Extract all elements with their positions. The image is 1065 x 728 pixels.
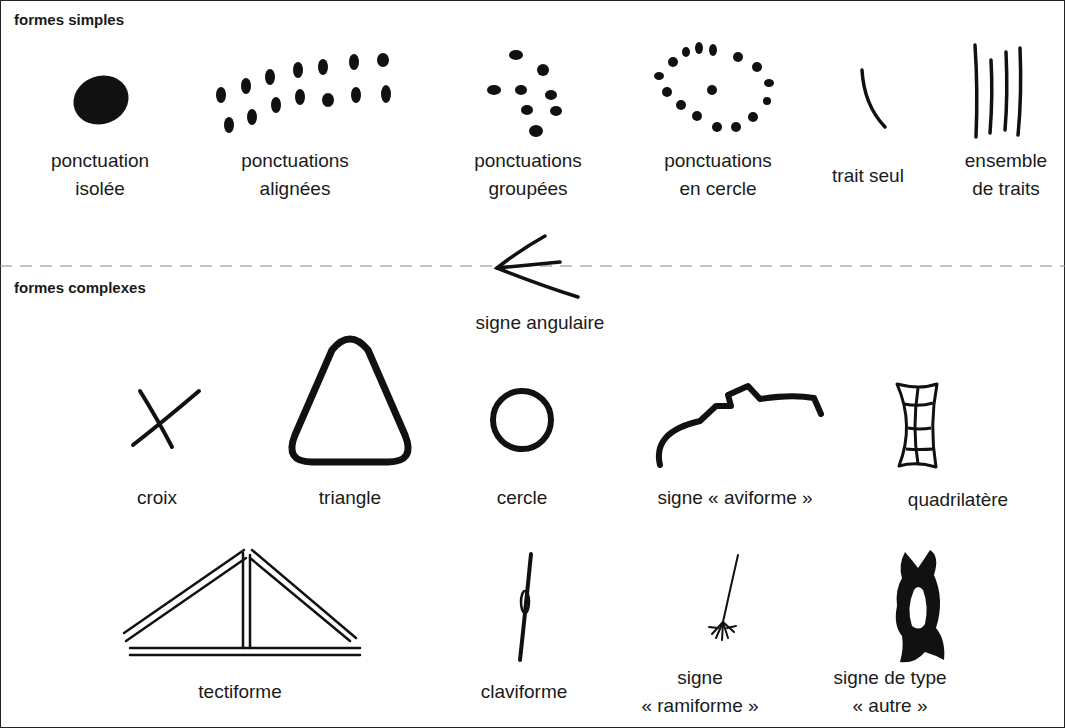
ramiform-sign — [709, 555, 738, 640]
sign-label: croix — [137, 484, 177, 512]
circle-sign — [493, 391, 551, 449]
sign-label: ponctuation isolée — [35, 147, 165, 202]
circle-dots — [654, 42, 774, 132]
section-heading: formes simples — [14, 10, 124, 30]
sign-label: ponctuations groupées — [458, 147, 598, 202]
sign-label: ensemble de traits — [959, 147, 1054, 202]
sign-label: tectiforme — [198, 678, 281, 706]
section-heading: formes complexes — [14, 278, 146, 298]
sign-label: triangle — [319, 484, 381, 512]
single-stroke — [862, 70, 885, 127]
cross-sign — [133, 391, 199, 447]
sign-label: quadrilatère — [908, 486, 1008, 514]
quadrilateral-sign — [897, 384, 937, 467]
sign-label: signe « aviforme » — [657, 484, 812, 512]
sign-label: ponctuations alignées — [225, 147, 365, 202]
dot-symbol — [66, 68, 135, 132]
triangle-sign — [292, 339, 408, 462]
sign-label: signe « ramiforme » — [630, 664, 770, 719]
sign-label: signe angulaire — [476, 309, 605, 337]
stroke-group — [975, 45, 1021, 137]
sign-label: claviforme — [481, 678, 568, 706]
sign-label: cercle — [497, 484, 548, 512]
sign-label: ponctuations en cercle — [653, 147, 783, 202]
aligned-dots — [216, 53, 391, 133]
sign-label: signe de type « autre » — [823, 664, 958, 719]
other-sign — [896, 550, 945, 662]
aviform-sign — [659, 386, 821, 465]
grouped-dots — [487, 50, 562, 137]
claviform-sign — [520, 554, 531, 660]
tectiform-sign — [124, 550, 360, 655]
sign-label: trait seul — [832, 162, 904, 190]
angular-sign — [497, 236, 578, 297]
